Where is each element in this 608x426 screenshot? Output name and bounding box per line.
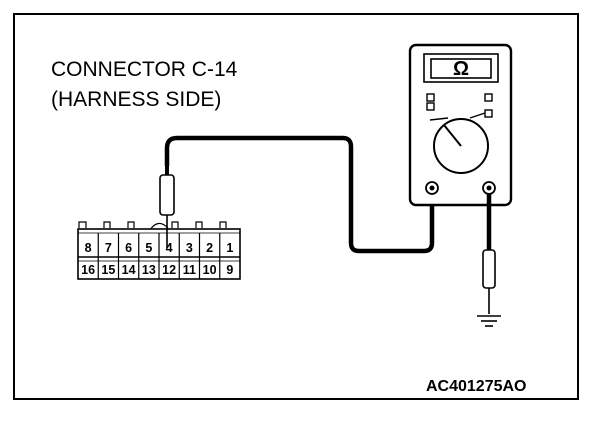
bottom-row-pin-10: 10 [203,263,217,277]
ground-probe [477,194,501,327]
figure-code: AC401275AO [426,378,527,395]
top-row-pin-1: 1 [226,241,233,255]
bottom-row-pin-12: 12 [162,263,176,277]
bottom-row-pin-15: 15 [101,263,115,277]
top-row-pin-6: 6 [125,241,132,255]
bottom-row-pin-11: 11 [183,263,196,277]
connector-subtitle: (HARNESS SIDE) [51,88,221,111]
top-row-pin-5: 5 [145,241,152,255]
top-row-pin-8: 8 [85,241,92,255]
ground-icon [477,315,501,327]
ohm-symbol-icon: Ω [453,58,469,80]
range-indicator [426,93,435,102]
bottom-row-pin-9: 9 [226,263,233,277]
test-lead-wire [164,135,435,254]
bottom-row-pin-14: 14 [122,263,136,277]
top-row-pin-2: 2 [206,241,213,255]
probe-connector-side [159,166,175,248]
bottom-row-pin-16: 16 [81,263,95,277]
top-row-pin-3: 3 [186,241,193,255]
connector-title: CONNECTOR C-14 [51,58,238,81]
top-row-pin-7: 7 [105,241,112,255]
bottom-row-pin-13: 13 [142,263,156,277]
ohmmeter: Ω [408,43,513,207]
top-row-pin-4: 4 [166,241,173,255]
